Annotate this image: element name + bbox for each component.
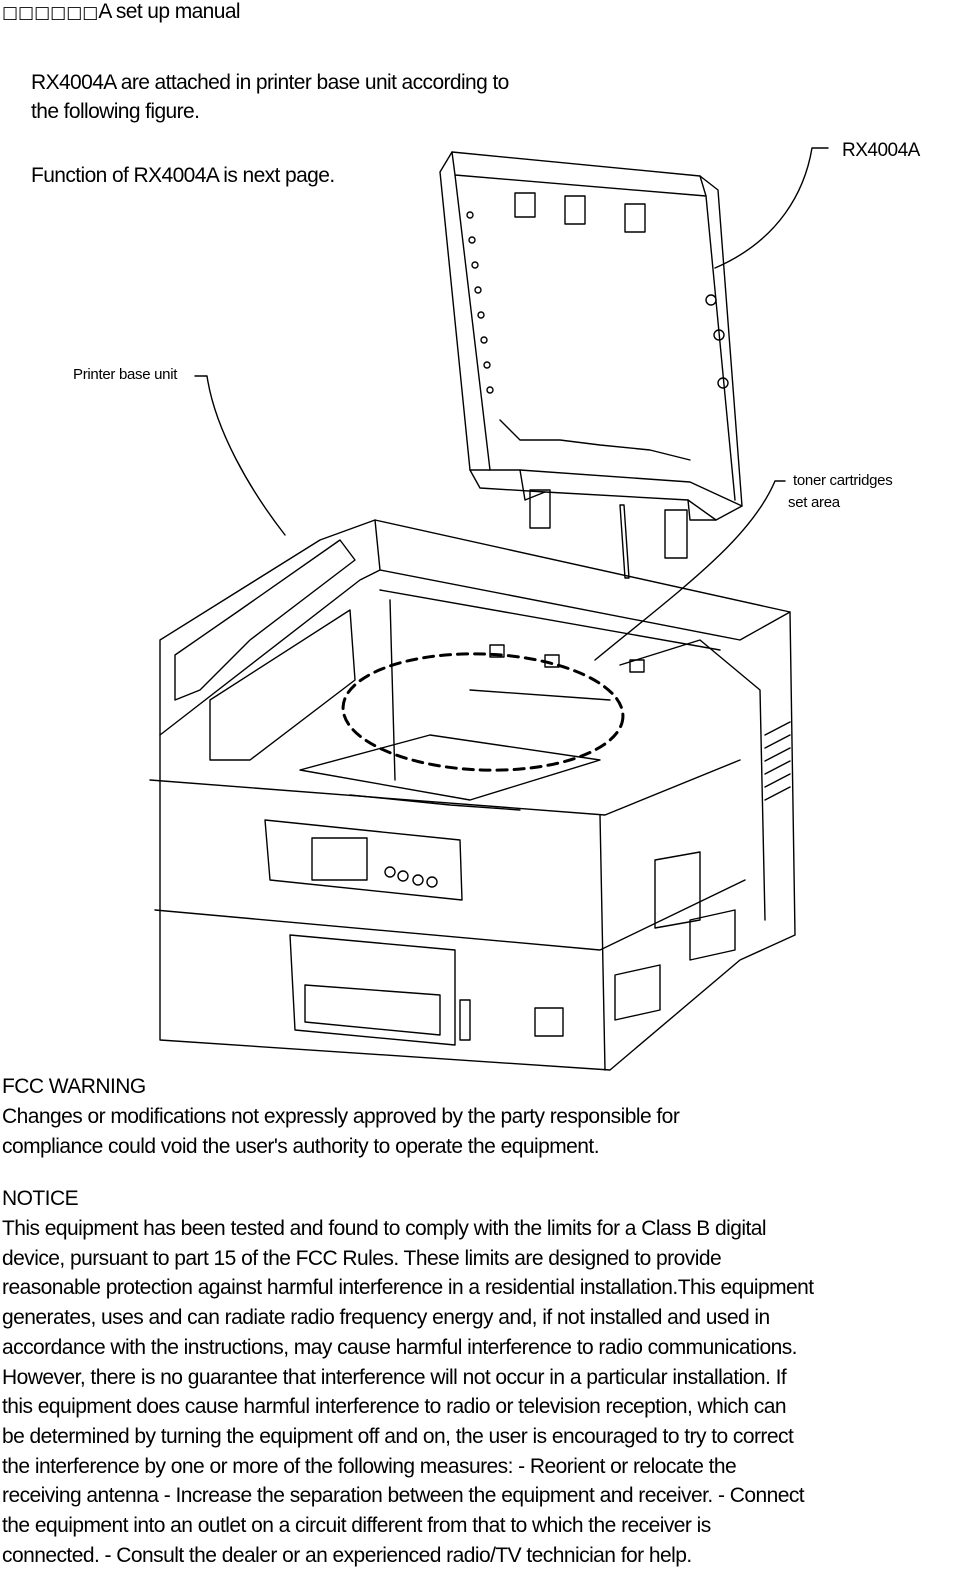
notice-heading: NOTICE <box>2 1187 79 1210</box>
fcc-warning-line-1: Changes or modifications not expressly a… <box>2 1105 680 1128</box>
notice-line: be determined by turning the equipment o… <box>2 1425 794 1448</box>
notice-line: receiving antenna - Increase the separat… <box>2 1484 805 1507</box>
intro-line-1: RX4004A are attached in printer base uni… <box>31 71 509 94</box>
notice-line: reasonable protection against harmful in… <box>2 1276 814 1299</box>
toner-area-leader-line <box>594 480 786 661</box>
fcc-warning-heading: FCC WARNING <box>2 1075 146 1098</box>
toner-area-label-line-1: toner cartridges <box>793 472 893 489</box>
notice-line: generates, uses and can radiate radio fr… <box>2 1306 770 1329</box>
notice-line: this equipment does cause harmful interf… <box>2 1395 787 1418</box>
fcc-warning-line-2: compliance could void the user's authori… <box>2 1135 600 1158</box>
notice-line: connected. - Consult the dealer or an ex… <box>2 1544 692 1567</box>
printer-base-leader-line <box>194 375 286 536</box>
title-text: A set up manual <box>98 0 240 23</box>
rx4004a-unit-drawing <box>439 151 743 579</box>
notice-line: However, there is no guarantee that inte… <box>2 1366 787 1389</box>
page-title: □□□□□□A set up manual <box>2 0 241 24</box>
rx4004a-label: RX4004A <box>842 140 920 161</box>
intro-line-2: the following figure. <box>31 100 200 123</box>
notice-line: This equipment has been tested and found… <box>2 1217 767 1240</box>
printer-base-label: Printer base unit <box>73 366 178 383</box>
notice-line: accordance with the instructions, may ca… <box>2 1336 798 1359</box>
printer-base-drawing <box>149 519 796 1071</box>
notice-line: device, pursuant to part 15 of the FCC R… <box>2 1247 722 1270</box>
toner-area-label-line-2: set area <box>788 494 840 511</box>
intro-line-3: Function of RX4004A is next page. <box>31 164 335 187</box>
title-prefix-glyphs: □□□□□□ <box>2 3 99 23</box>
rx4004a-leader-line <box>714 147 829 269</box>
toner-area-dashed-outline <box>341 652 625 772</box>
notice-line: the interference by one or more of the f… <box>2 1455 737 1478</box>
notice-line: the equipment into an outlet on a circui… <box>2 1514 711 1537</box>
printer-assembly-figure <box>149 147 829 1071</box>
